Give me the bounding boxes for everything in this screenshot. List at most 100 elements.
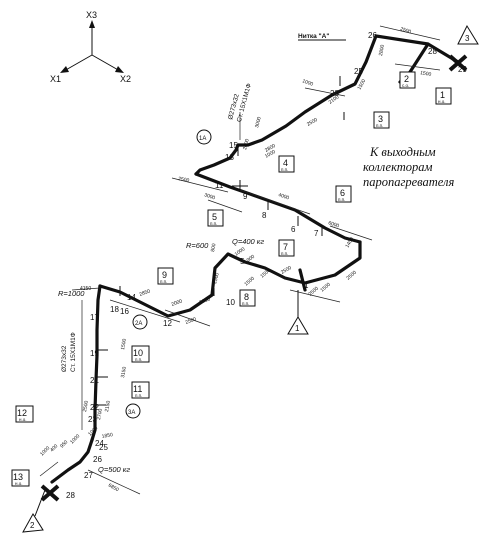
node-10: 10 bbox=[226, 298, 235, 307]
branch-1a: 1А bbox=[196, 129, 212, 145]
node-1: 1 bbox=[304, 281, 309, 290]
svg-text:2150: 2150 bbox=[104, 400, 112, 412]
support-box-11: 11 п.п. bbox=[131, 381, 150, 399]
node-21: 21 bbox=[90, 376, 99, 385]
svg-text:4000: 4000 bbox=[277, 192, 290, 201]
node-28-top: 28 bbox=[428, 47, 437, 56]
support-box-10: 10 п.п. bbox=[131, 345, 150, 363]
support-box-1: 1 н.о. bbox=[435, 87, 452, 105]
svg-text:1500: 1500 bbox=[319, 282, 332, 294]
svg-text:2: 2 bbox=[30, 521, 35, 530]
support-box-2: 2 с.о. bbox=[399, 71, 416, 89]
svg-text:2100: 2100 bbox=[328, 94, 341, 105]
svg-text:7: 7 bbox=[283, 242, 288, 252]
node-25: 25 bbox=[99, 443, 108, 452]
svg-text:п.п.: п.п. bbox=[135, 393, 142, 398]
svg-text:950: 950 bbox=[59, 439, 69, 449]
node-5: 5 bbox=[240, 257, 245, 266]
radius-1000: R=1000 bbox=[58, 289, 85, 298]
svg-text:2800: 2800 bbox=[378, 44, 386, 56]
node-27: 27 bbox=[84, 471, 93, 480]
svg-text:2850: 2850 bbox=[139, 288, 152, 298]
svg-text:2: 2 bbox=[404, 74, 409, 84]
svg-text:Ст. 15Х1М1Ф: Ст. 15Х1М1Ф bbox=[70, 332, 77, 372]
node-26-top: 26 bbox=[368, 31, 377, 40]
svg-text:3: 3 bbox=[378, 114, 383, 124]
svg-text:8: 8 bbox=[244, 292, 249, 302]
svg-text:9: 9 bbox=[162, 270, 167, 280]
dimension-lines bbox=[39, 25, 441, 495]
svg-text:п.п.: п.п. bbox=[281, 167, 288, 172]
svg-text:6000: 6000 bbox=[327, 220, 340, 229]
support-box-7: 7 п.п. bbox=[278, 239, 295, 257]
svg-text:п.п.: п.п. bbox=[210, 221, 217, 226]
support-box-12: 12 н.о. bbox=[15, 405, 34, 423]
svg-text:1000: 1000 bbox=[234, 246, 247, 257]
svg-text:Ø273x32: Ø273x32 bbox=[61, 345, 68, 372]
svg-text:2500: 2500 bbox=[399, 26, 412, 35]
node-11: 11 bbox=[215, 181, 224, 190]
svg-text:п.п.: п.п. bbox=[135, 357, 142, 362]
node-26: 26 bbox=[93, 455, 102, 464]
node-16: 16 bbox=[120, 307, 129, 316]
svg-text:2500: 2500 bbox=[185, 316, 198, 326]
outlet-collectors-note: К выходным коллекторам пароnагревателя bbox=[363, 145, 454, 189]
svg-text:2500: 2500 bbox=[280, 265, 293, 276]
node-7: 7 bbox=[314, 229, 319, 238]
support-box-3: 3 п.п. bbox=[373, 111, 390, 129]
svg-text:п.п.: п.п. bbox=[376, 123, 383, 128]
svg-text:3А: 3А bbox=[128, 410, 135, 416]
svg-text:1500: 1500 bbox=[420, 70, 432, 78]
node-14: 14 bbox=[127, 293, 136, 302]
svg-text:3000: 3000 bbox=[203, 192, 216, 201]
anchor-1: 1 bbox=[287, 290, 309, 335]
node-12: 12 bbox=[163, 319, 172, 328]
node-24: 24 bbox=[95, 439, 104, 448]
dimension-numbers: 2500 1500 2800 1000 1500 2100 2500 1000 … bbox=[39, 26, 432, 493]
svg-text:3000: 3000 bbox=[254, 116, 263, 129]
svg-text:3000: 3000 bbox=[199, 296, 212, 306]
node-13: 13 bbox=[225, 153, 234, 162]
svg-text:2500: 2500 bbox=[306, 117, 319, 128]
svg-text:1500: 1500 bbox=[259, 268, 272, 280]
svg-text:2000: 2000 bbox=[242, 138, 251, 151]
svg-text:6850: 6850 bbox=[107, 483, 120, 494]
svg-text:13: 13 bbox=[13, 472, 23, 482]
axis-x1-label: X1 bbox=[50, 74, 61, 84]
spec-left: Ø273x32 Ст. 15Х1М1Ф bbox=[61, 332, 77, 372]
svg-text:н.о.: н.о. bbox=[438, 99, 446, 104]
node-19: 19 bbox=[90, 349, 99, 358]
svg-text:2А: 2А bbox=[135, 321, 142, 327]
svg-text:3150: 3150 bbox=[120, 366, 128, 378]
note-line-1: К выходным bbox=[369, 145, 436, 159]
svg-text:6: 6 bbox=[340, 188, 345, 198]
svg-text:11: 11 bbox=[133, 384, 142, 394]
svg-text:п.п.: п.п. bbox=[160, 279, 167, 284]
svg-text:1000: 1000 bbox=[264, 149, 277, 160]
node-8: 8 bbox=[262, 211, 267, 220]
support-box-9: 9 п.п. bbox=[157, 267, 174, 285]
node-18: 18 bbox=[110, 305, 119, 314]
svg-text:800: 800 bbox=[210, 243, 217, 252]
node-23-top: 23 bbox=[330, 89, 339, 98]
svg-text:10: 10 bbox=[133, 348, 143, 358]
support-box-8: 8 п.п. bbox=[239, 289, 256, 307]
support-box-6: 6 п.п. bbox=[335, 185, 352, 203]
svg-text:400: 400 bbox=[49, 443, 59, 453]
node-28: 28 bbox=[66, 491, 75, 500]
end-marker-top bbox=[448, 54, 468, 72]
node-labels: 1 5 7 6 8 9 10 11 12 13 14 15 16 17 18 1… bbox=[66, 31, 467, 500]
load-400: Q=400 кг bbox=[232, 237, 264, 246]
svg-text:12: 12 bbox=[17, 408, 27, 418]
svg-text:2500: 2500 bbox=[345, 270, 358, 282]
note-line-2: коллекторам bbox=[363, 160, 433, 174]
svg-text:1000: 1000 bbox=[69, 433, 81, 445]
node-25-top: 25 bbox=[354, 67, 363, 76]
support-box-13: 13 н.о. bbox=[11, 469, 30, 487]
svg-text:1850: 1850 bbox=[101, 432, 113, 440]
svg-text:1000: 1000 bbox=[301, 78, 314, 88]
svg-text:1500: 1500 bbox=[120, 338, 128, 350]
svg-text:1: 1 bbox=[295, 324, 300, 333]
axis-x2-label: X2 bbox=[120, 74, 131, 84]
